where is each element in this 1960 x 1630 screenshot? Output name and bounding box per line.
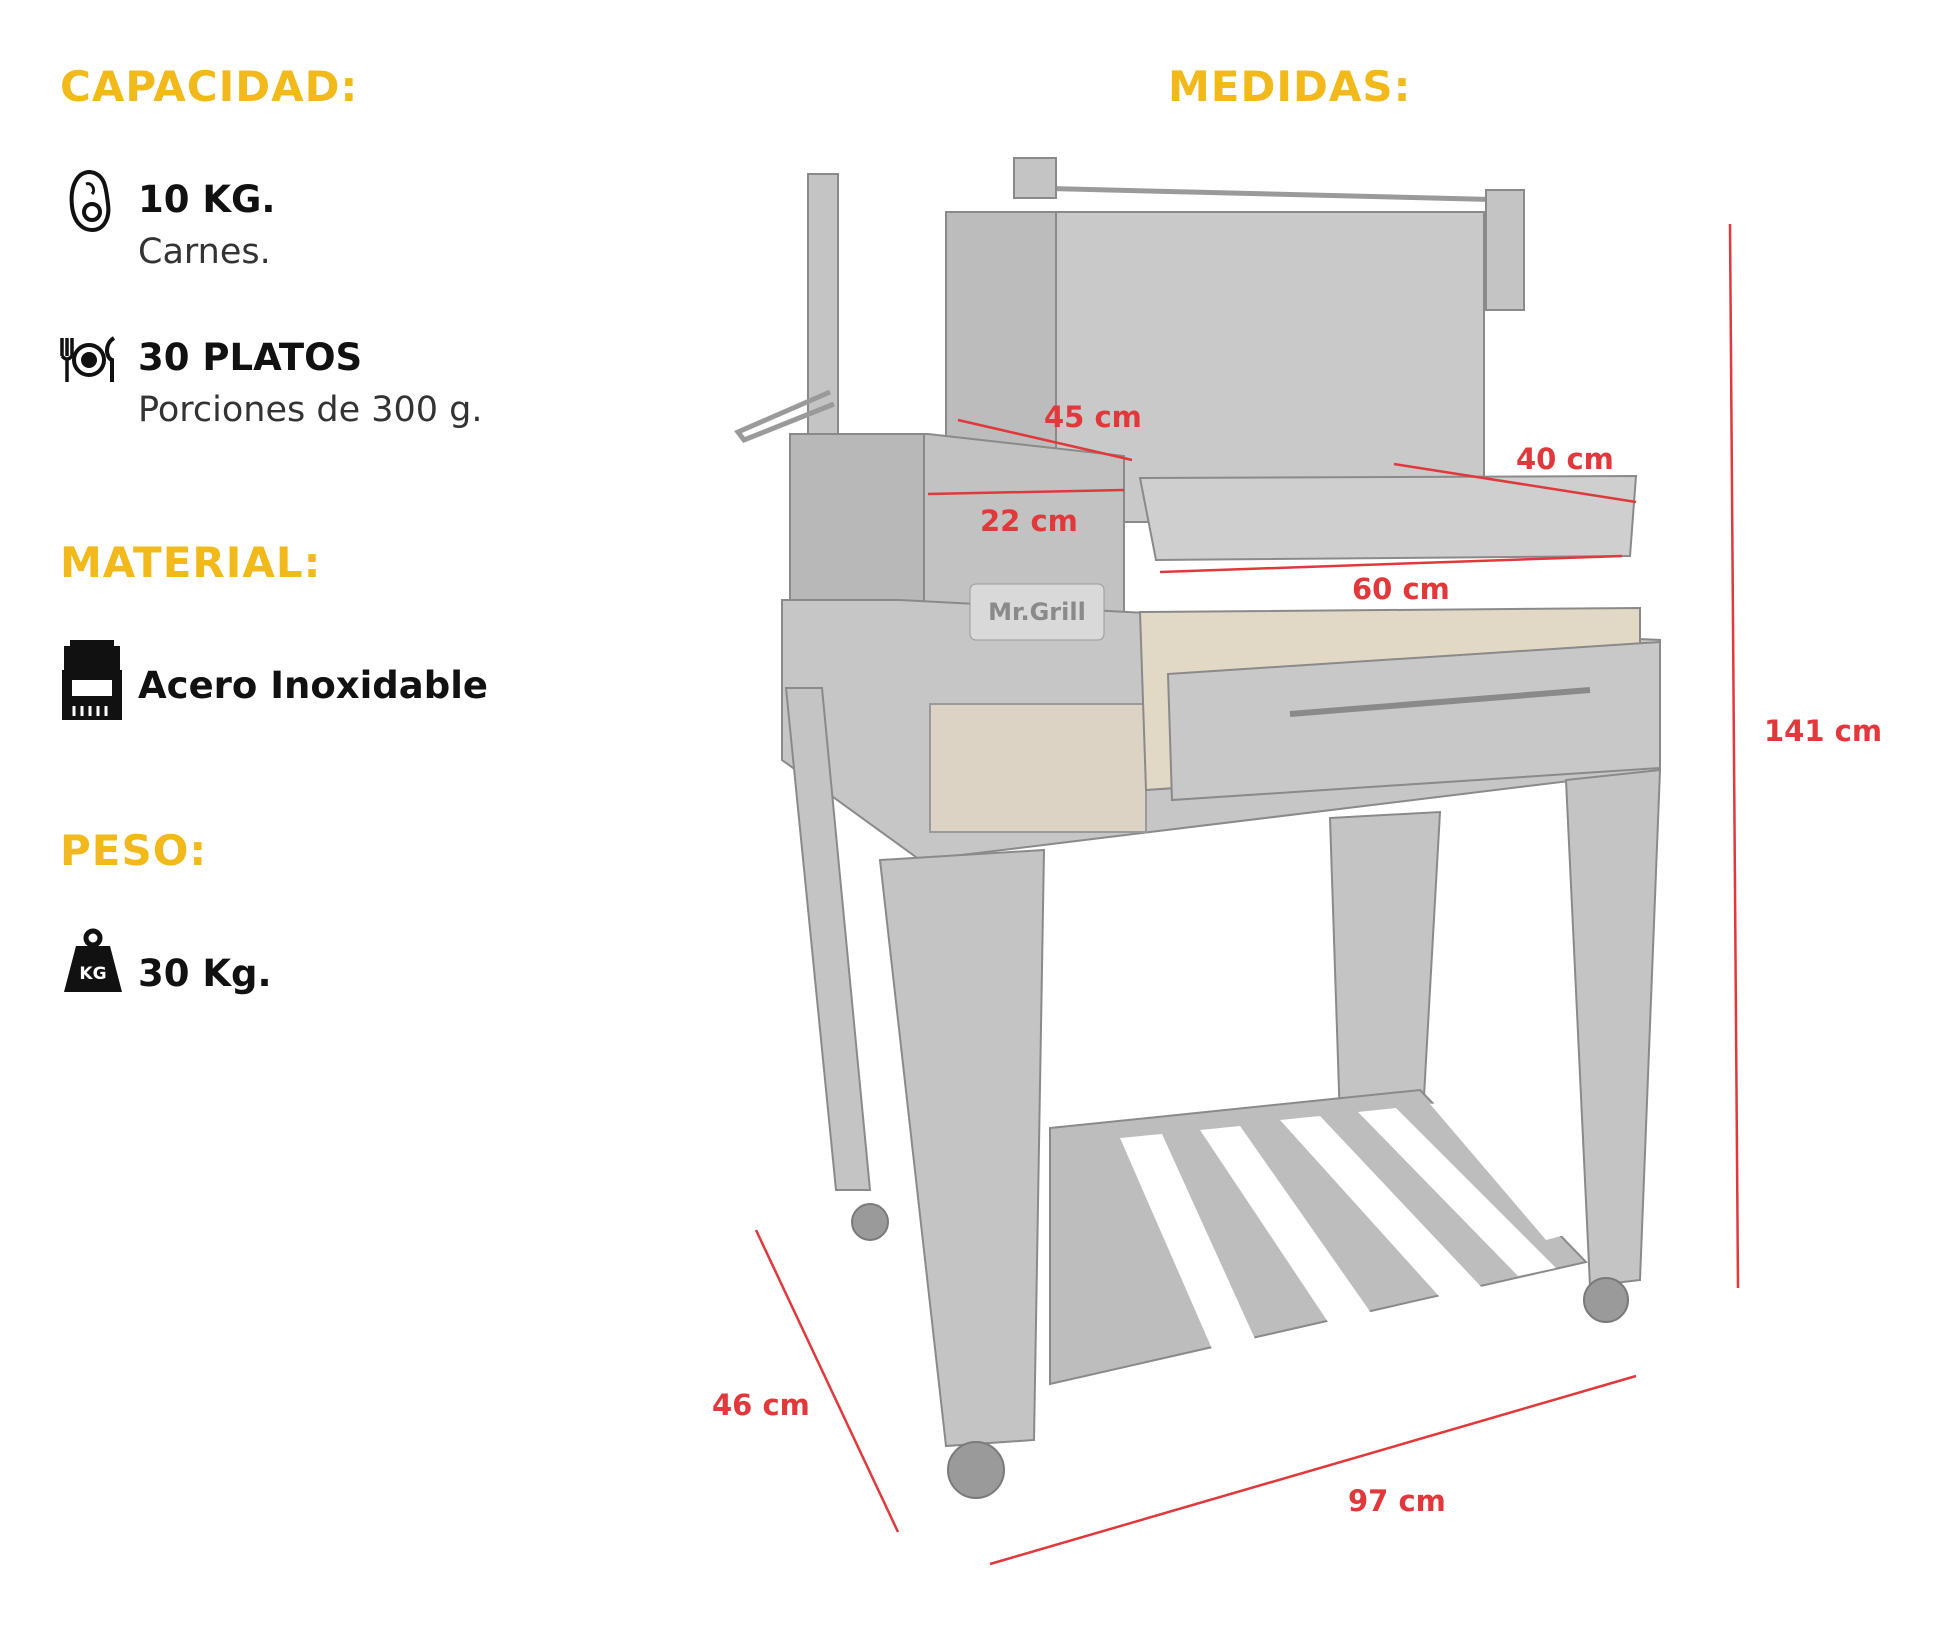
weight-value: 30 Kg. — [138, 952, 272, 995]
capacity-heading: CAPACIDAD: — [60, 62, 359, 111]
material-heading: MATERIAL: — [60, 538, 322, 587]
kg-weight-icon-label: KG — [79, 964, 107, 984]
brand-badge: Mr.Grill — [988, 598, 1086, 626]
capacity-weight-subtitle: Carnes. — [138, 232, 271, 272]
meat-steak-icon — [66, 168, 114, 238]
dimension-grill-width: 60 cm — [1352, 572, 1450, 606]
dimension-side-front: 22 cm — [980, 504, 1078, 538]
dimension-width: 97 cm — [1348, 1484, 1446, 1518]
capacity-weight-title: 10 KG. — [138, 178, 276, 221]
measures-heading: MEDIDAS: — [1168, 62, 1412, 111]
capacity-plates-subtitle: Porciones de 300 g. — [138, 390, 483, 430]
plate-cutlery-icon — [56, 334, 122, 390]
weight-heading: PESO: — [60, 826, 208, 875]
grill-icon — [60, 638, 124, 724]
dimension-height: 141 cm — [1764, 714, 1883, 748]
dimension-grill-depth: 40 cm — [1516, 442, 1614, 476]
dimension-side-depth: 45 cm — [1044, 400, 1142, 434]
kg-weight-icon: KG — [62, 928, 124, 998]
dimension-depth: 46 cm — [712, 1388, 810, 1422]
material-value: Acero Inoxidable — [138, 664, 489, 707]
capacity-plates-title: 30 PLATOS — [138, 336, 363, 379]
